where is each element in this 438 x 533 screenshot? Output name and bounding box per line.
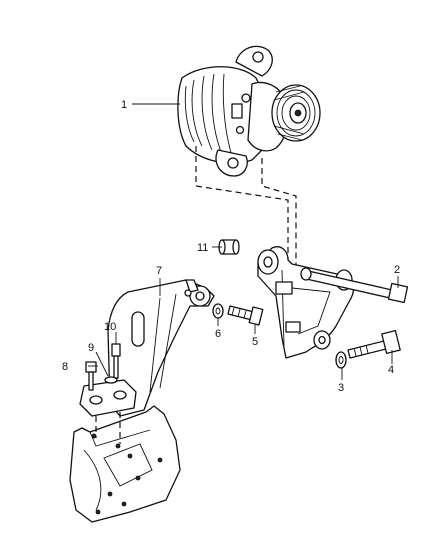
bolt-part-8 xyxy=(85,361,97,391)
bolt-part-2 xyxy=(300,267,409,304)
bolt-part-5 xyxy=(227,305,264,326)
alternator xyxy=(177,45,321,177)
callout-4: 4 xyxy=(388,364,394,376)
callout-labels: 1 2 3 4 5 6 7 8 9 10 11 xyxy=(62,99,400,394)
alternator-support-bracket xyxy=(257,246,355,359)
callout-6: 6 xyxy=(215,328,221,340)
mounting-bracket-part-7 xyxy=(79,279,215,417)
callout-2: 2 xyxy=(394,264,400,276)
leader-lines xyxy=(88,103,399,380)
washer-part-6 xyxy=(212,303,224,319)
bolt-part-4 xyxy=(347,329,401,359)
callout-10: 10 xyxy=(104,321,116,333)
callout-5: 5 xyxy=(252,336,258,348)
callout-11: 11 xyxy=(197,242,208,254)
callout-3: 3 xyxy=(338,382,344,394)
engine-block xyxy=(69,405,181,523)
callout-9: 9 xyxy=(88,342,94,354)
spacer-part-11 xyxy=(218,239,240,255)
washer-part-3 xyxy=(335,351,347,369)
callout-7: 7 xyxy=(156,265,162,277)
callout-8: 8 xyxy=(62,361,68,373)
mounting-alignment-lines xyxy=(195,146,297,272)
washer-part-9 xyxy=(104,376,118,384)
callout-1: 1 xyxy=(121,99,127,111)
